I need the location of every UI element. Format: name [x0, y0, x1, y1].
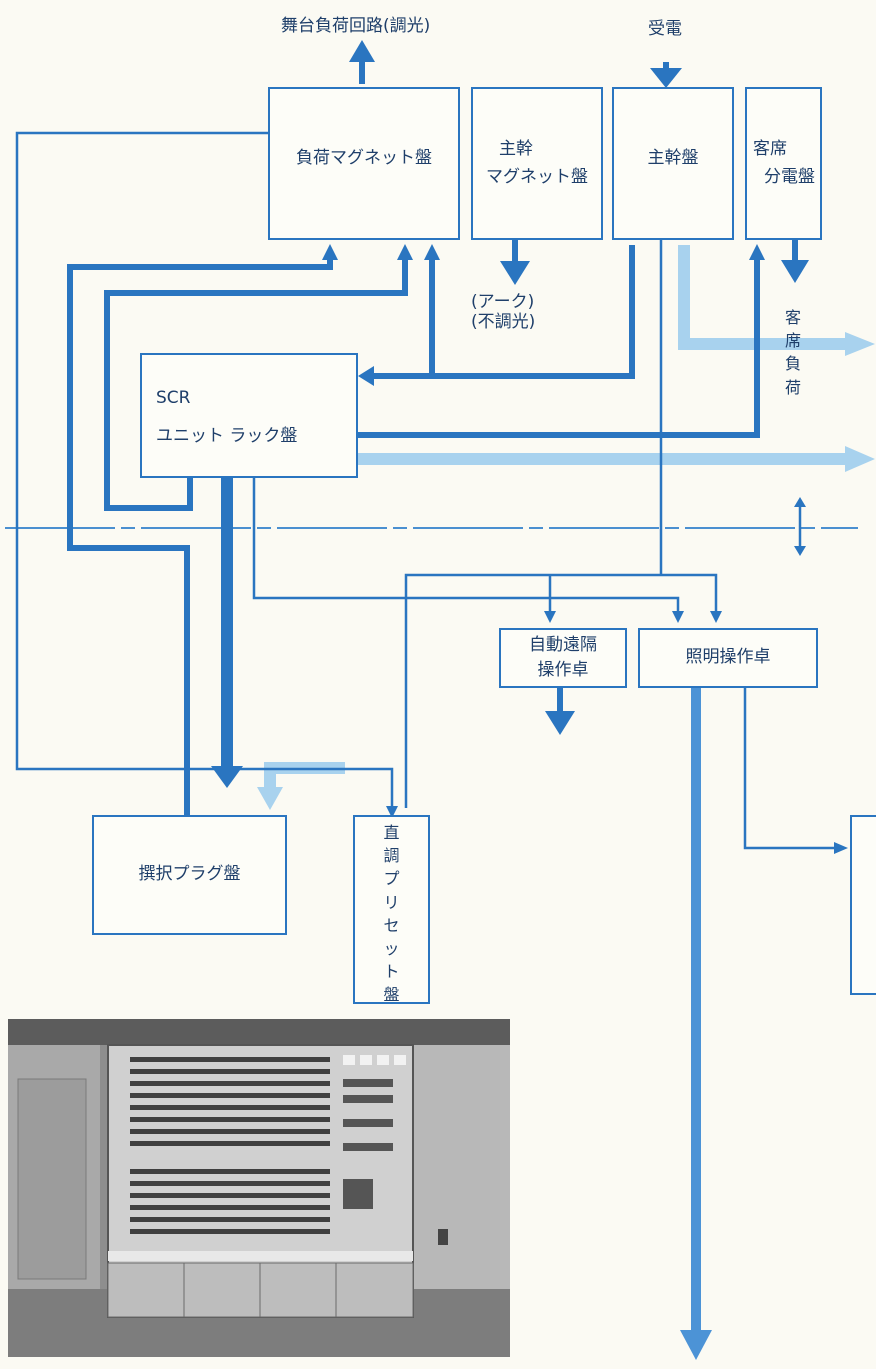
preset-char: 直: [383, 823, 400, 842]
auto-remote-console: 自動遠隔 操作卓: [499, 628, 627, 688]
thin-arrowheads: [386, 497, 848, 854]
arrowhead-stage-load: [349, 40, 375, 62]
light-arrowheads: [257, 332, 875, 810]
arc-label: (アーク) (不調光): [471, 292, 535, 333]
main-magnet-label-line1: 主幹: [499, 139, 533, 160]
control-lines: [15, 131, 836, 850]
auto-remote-label-line1: 自動遠隔: [529, 634, 597, 655]
preset-char: 盤: [383, 985, 400, 1005]
load-magnet-label: 負荷マグネット盤: [296, 147, 432, 168]
arrowhead-console-trunk: [680, 1330, 712, 1360]
lighting-console-label: 照明操作卓: [685, 647, 771, 668]
preset-char: プ: [383, 869, 400, 889]
audience-dist-label-line2: 分電盤: [764, 166, 815, 187]
arrowhead-preset-out: [257, 787, 283, 810]
select-plug-label: 撰択プラグ盤: [138, 864, 241, 885]
main-lines: [67, 60, 798, 815]
scr-label-line2: ユニット ラック盤: [156, 426, 298, 446]
scr-label-line1: SCR: [156, 388, 191, 408]
switchboard-photo: [8, 1019, 510, 1357]
audience-load-label: 客 席 負 荷: [785, 306, 801, 399]
arrowhead-arc: [500, 261, 530, 285]
preset-char: リ: [383, 892, 400, 912]
audience-dist-label-line1: 客席: [753, 139, 787, 160]
main-magnet-panel: 主幹 マグネット盤: [471, 87, 603, 240]
main-panel: 主幹盤: [612, 87, 734, 240]
main-panel-label: 主幹盤: [647, 147, 699, 168]
preset-char: ッ: [383, 938, 400, 958]
audience-load-char: 客: [785, 308, 802, 327]
arrowhead-auto-remote-out: [545, 711, 575, 735]
audience-load-char: 席: [785, 331, 802, 351]
arrowhead-audience: [781, 260, 809, 283]
stage-load-label: 舞台負荷回路(調光): [281, 16, 431, 36]
load-magnet-panel: 負荷マグネット盤: [268, 87, 460, 240]
arrowhead-to-scr: [358, 366, 374, 386]
audience-distribution-panel: 客席 分電盤: [745, 87, 822, 240]
audience-load-char: 荷: [785, 377, 802, 397]
arrowhead-scr-out: [845, 446, 875, 472]
auto-remote-label-line2: 操作卓: [537, 660, 589, 680]
scr-unit-rack-panel: SCR ユニット ラック盤: [140, 353, 358, 478]
partial-box-right: [850, 815, 876, 995]
switchboard-photo-drawing: [8, 1019, 510, 1357]
arrowhead-audience-load: [845, 332, 875, 356]
preset-char: セ: [383, 915, 400, 935]
audience-load-char: 負: [785, 354, 802, 374]
receive-power-label: 受電: [648, 19, 682, 39]
lighting-console: 照明操作卓: [638, 628, 818, 688]
arc-label-line1: (アーク): [471, 292, 535, 312]
main-magnet-label-line2: マグネット盤: [486, 166, 588, 187]
arc-label-line2: (不調光): [471, 312, 536, 333]
preset-char: 調: [383, 846, 400, 866]
preset-panel: 直 調 プ リ セ ッ ト 盤: [353, 815, 430, 1004]
select-plug-panel: 撰択プラグ盤: [92, 815, 287, 935]
arrowhead-receive-power: [650, 68, 682, 88]
preset-char: ト: [383, 962, 400, 982]
